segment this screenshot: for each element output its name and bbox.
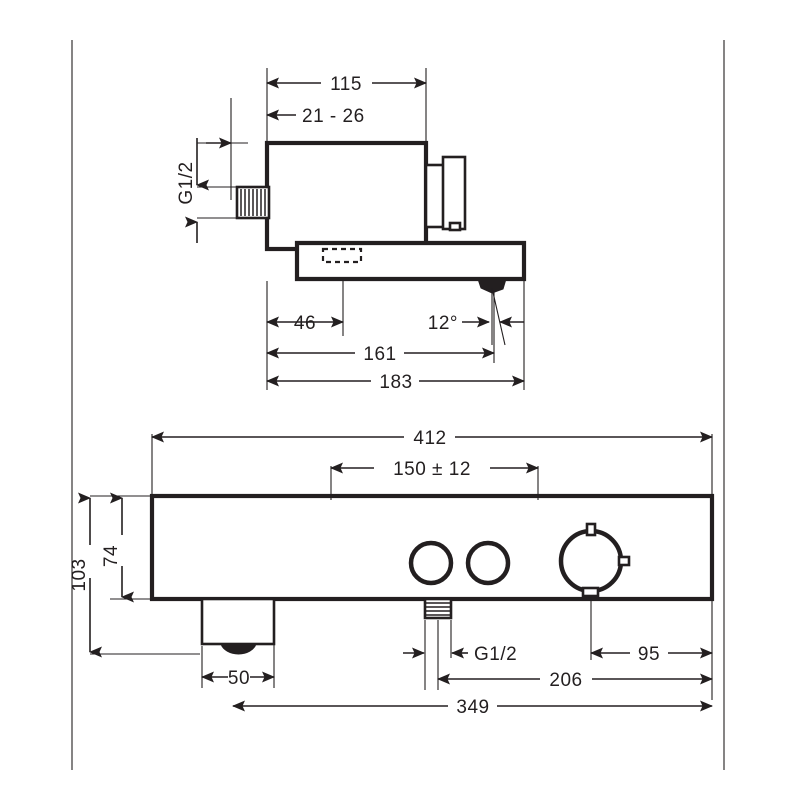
dim-115: 115 — [266, 74, 427, 95]
bottom-left-outlet — [200, 597, 276, 655]
dim-50: 50 — [201, 668, 275, 689]
dim-161-label: 161 — [363, 344, 396, 365]
dim-412: 412 — [151, 428, 713, 449]
dim-349-label: 349 — [456, 697, 489, 718]
front-elevation-view: 412 150 ± 12 103 74 — [69, 428, 715, 718]
dim-g12-outlet-label: G1/2 — [474, 644, 517, 665]
dim-50-label: 50 — [228, 668, 250, 689]
dim-161: 161 — [266, 344, 495, 365]
thermostat-dial[interactable] — [558, 522, 631, 598]
dim-183-label: 183 — [379, 372, 412, 393]
dim-g12-inlet-label: G1/2 — [176, 161, 197, 204]
dim-21-26: 21 - 26 — [266, 106, 365, 127]
spout-bar — [294, 240, 527, 282]
bottom-g12-outlet — [423, 597, 453, 620]
dim-150-12-label: 150 ± 12 — [393, 459, 471, 480]
dim-95: 95 — [590, 644, 713, 665]
thermostat-dial-side-profile — [424, 155, 467, 232]
dim-46: 46 — [266, 313, 344, 334]
dim-46-label: 46 — [294, 313, 316, 334]
button-left[interactable] — [408, 540, 454, 586]
dim-g12-inlet: G1/2 — [176, 137, 232, 243]
dim-150-12: 150 ± 12 — [330, 459, 539, 480]
threaded-inlet-connector — [235, 185, 271, 220]
dim-206-label: 206 — [549, 670, 582, 691]
side-elevation-view: 115 21 - 26 G1/2 46 — [176, 68, 527, 393]
dim-g12-outlet: G1/2 — [403, 644, 517, 665]
dim-74-label: 74 — [101, 545, 122, 567]
dim-412-label: 412 — [413, 428, 446, 449]
spout-outlet-nozzle — [477, 278, 507, 294]
button-right[interactable] — [465, 540, 511, 586]
dim-12deg-label: 12° — [428, 313, 458, 334]
dim-115-label: 115 — [330, 74, 362, 95]
hidden-channel-dashed — [321, 247, 363, 264]
dim-349: 349 — [232, 697, 713, 718]
dim-12deg: 12° — [428, 313, 524, 334]
dim-95-label: 95 — [638, 644, 660, 665]
dim-103: 103 — [69, 492, 102, 658]
valve-body-block — [264, 140, 429, 252]
dim-103-label: 103 — [69, 558, 90, 591]
dim-21-26-label: 21 - 26 — [302, 106, 365, 127]
dim-206: 206 — [437, 670, 713, 691]
dim-74: 74 — [101, 492, 134, 603]
sheet-frame — [71, 40, 725, 770]
dim-183: 183 — [266, 372, 525, 393]
